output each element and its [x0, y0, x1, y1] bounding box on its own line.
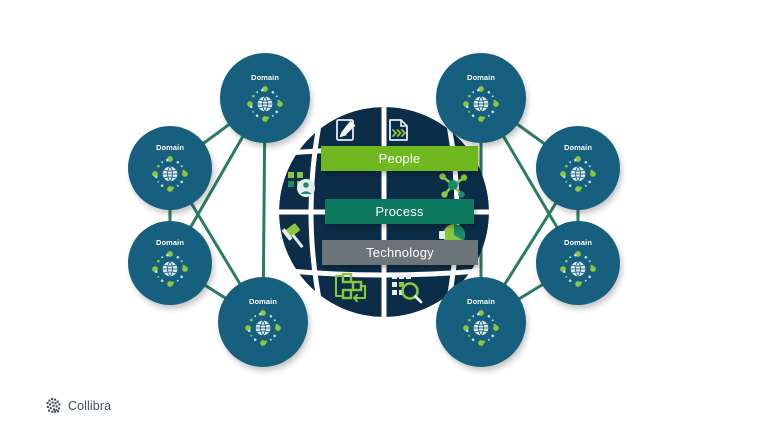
data-lineage-icon [334, 272, 367, 303]
domain-node-label: Domain [250, 72, 280, 82]
document-workflow-icon [389, 119, 408, 141]
domain-node[interactable]: Domain [128, 221, 212, 305]
brand-name: Collibra [68, 398, 112, 413]
domain-node-label: Domain [563, 237, 593, 247]
domain-node[interactable]: Domain [436, 277, 526, 367]
domain-node-label: Domain [466, 72, 496, 82]
domain-node[interactable]: Domain [536, 126, 620, 210]
domain-globe-icon [245, 309, 281, 346]
domain-node[interactable]: Domain [220, 53, 310, 143]
domain-node[interactable]: Domain [436, 53, 526, 143]
collibra-dot-matrix-logo-icon [46, 398, 61, 413]
domain-node[interactable]: Domain [218, 277, 308, 367]
domain-globe-icon [463, 85, 499, 122]
globe-meridian [308, 109, 325, 315]
bar-people-label: People [378, 151, 421, 166]
domain-node[interactable]: Domain [128, 126, 212, 210]
brand-logo: Collibra [46, 398, 111, 413]
domain-node-label: Domain [466, 296, 496, 306]
domain-globe-icon [152, 155, 188, 192]
bar-technology-label: Technology [366, 245, 434, 260]
data-search-icon [392, 274, 423, 304]
data-network-icon [439, 173, 468, 198]
bar-people[interactable]: People [321, 146, 478, 171]
document-edit-icon [336, 119, 356, 141]
bar-process-label: Process [375, 204, 424, 219]
domain-globe-icon [247, 85, 283, 122]
domain-globe-icon [152, 250, 188, 287]
domain-globe-icon [560, 250, 596, 287]
gavel-policy-icon [281, 223, 304, 248]
bar-technology[interactable]: Technology [322, 240, 478, 265]
domain-globe-icon [560, 155, 596, 192]
domain-node[interactable]: Domain [536, 221, 620, 305]
domain-node-label: Domain [248, 296, 278, 306]
domain-node-label: Domain [155, 142, 185, 152]
bar-process[interactable]: Process [325, 199, 474, 224]
domain-globe-icon [463, 309, 499, 346]
domain-node-label: Domain [563, 142, 593, 152]
user-governance-icon [288, 172, 315, 197]
domain-node-label: Domain [155, 237, 185, 247]
